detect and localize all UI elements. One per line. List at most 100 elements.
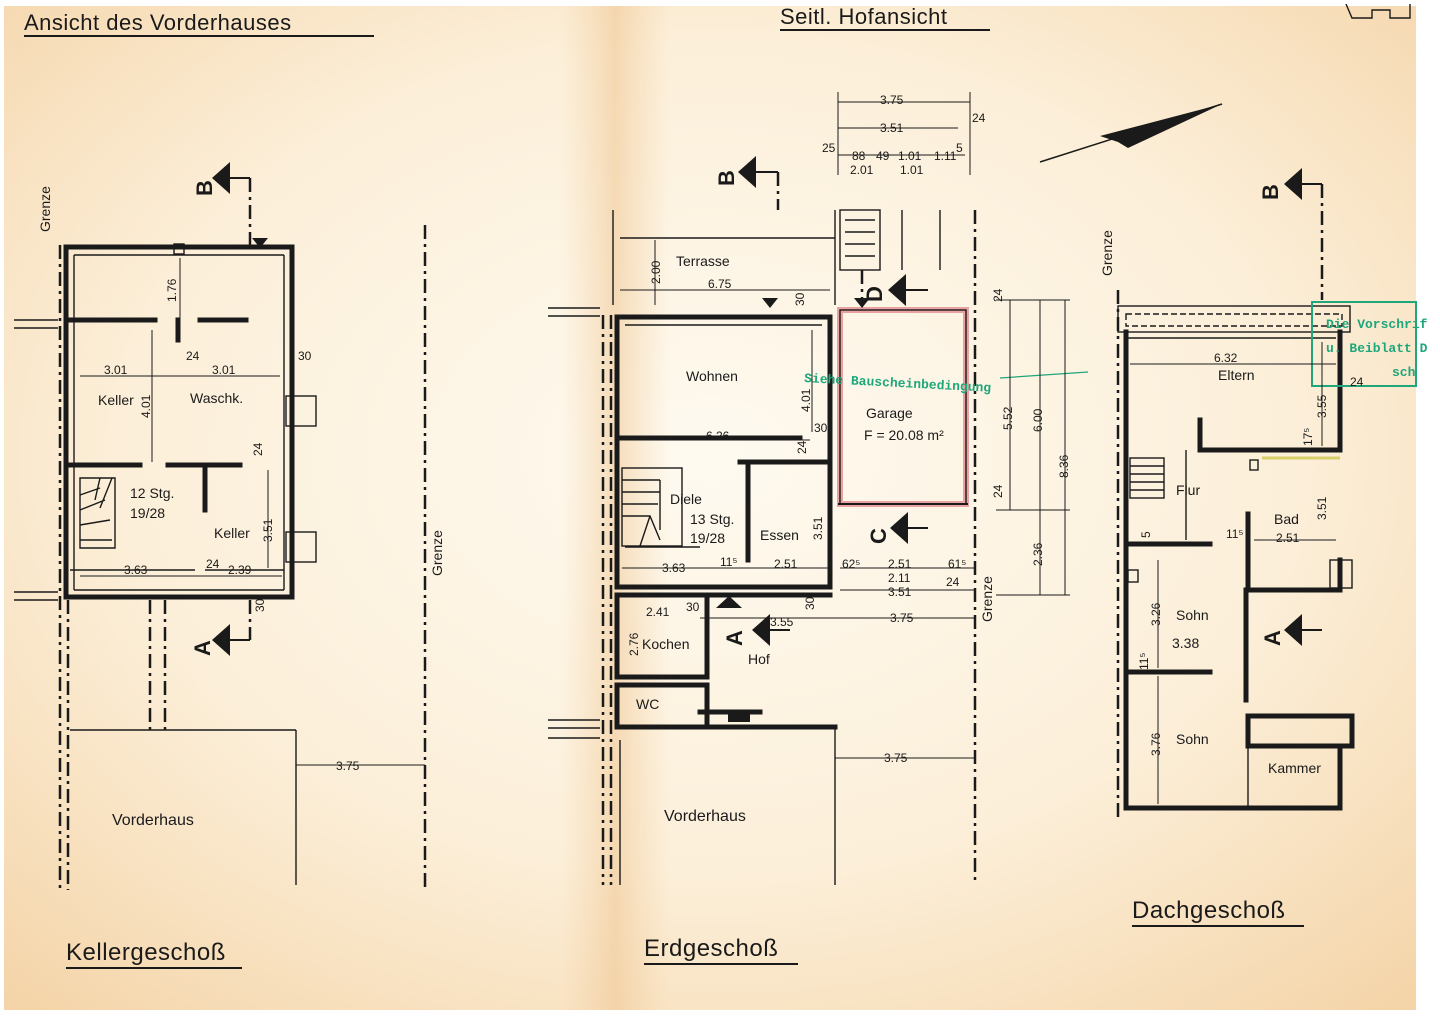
dimension: 30: [803, 596, 817, 610]
room-label: Hof: [748, 651, 770, 667]
dimension: 24: [251, 442, 265, 456]
side-view-header: Seitl. Hofansicht: [780, 4, 947, 29]
stair-ratio: 19/28: [130, 505, 165, 521]
svg-text:B: B: [1258, 184, 1283, 200]
dimension: 61⁵: [948, 557, 966, 571]
dimension: 2.51: [774, 557, 798, 571]
dimension: 2.76: [627, 632, 641, 656]
room-label: Eltern: [1218, 367, 1255, 383]
dimension: 3.51: [261, 518, 275, 542]
dimension: 30: [814, 421, 828, 435]
dimension: 5.52: [1001, 406, 1015, 430]
dimension: 2.41: [646, 605, 670, 619]
dimension: 6.75: [708, 277, 732, 291]
dimension: 17⁵: [1301, 428, 1315, 446]
dimension: 30: [793, 292, 807, 306]
dimension: 2.11: [888, 571, 911, 585]
dimension: 1.76: [165, 278, 179, 302]
dimension: 5: [956, 141, 963, 155]
paper: [4, 6, 1416, 1010]
front-view-header: Ansicht des Vorderhauses: [24, 10, 292, 35]
svg-text:Die Vorschrif: Die Vorschrif: [1326, 317, 1428, 332]
svg-text:C: C: [866, 528, 891, 544]
dimension: 6.26: [706, 429, 730, 443]
dimension: 24: [1350, 375, 1364, 389]
basement-plan: Grenze Grenze B A: [14, 162, 445, 969]
room-label: Bad: [1274, 511, 1299, 527]
section-marker-d-ground: D: [854, 270, 928, 308]
dimension: 3.51: [811, 516, 825, 540]
dimension: 3.76: [1149, 732, 1163, 756]
boundary-label: Grenze: [979, 576, 995, 622]
boundary-label: Grenze: [37, 186, 53, 232]
section-marker-a-basement: A: [190, 600, 252, 656]
stair-label: 12 Stg.: [130, 485, 174, 501]
dimension: 2.51: [1276, 531, 1300, 545]
dimension: 24: [206, 557, 220, 571]
room-label: Kochen: [642, 636, 689, 652]
dimension: 24: [795, 440, 809, 454]
section-marker-b-ground: B: [714, 156, 780, 308]
dimension: 4.01: [139, 394, 153, 418]
building-label: Vorderhaus: [112, 812, 194, 829]
svg-text:A: A: [190, 640, 215, 656]
dimension: 11⁵: [720, 555, 737, 569]
room-label: Garage: [866, 405, 913, 421]
ground-floor-plan: Grenze B: [548, 92, 1089, 965]
dimension: 11⁵: [1226, 527, 1243, 541]
room-label: Keller: [214, 525, 250, 541]
room-label: Waschk.: [190, 390, 243, 406]
room-label: Sohn: [1176, 607, 1209, 623]
dimension: 3.51: [888, 585, 912, 599]
attic-plan: Grenze Die Vorschrif u. Beiblatt D sch: [1099, 168, 1428, 927]
approval-stamp: Die Vorschrif u. Beiblatt D sch: [1311, 301, 1428, 387]
dimension: 4.01: [799, 388, 813, 412]
dimension: 3.55: [1315, 394, 1329, 418]
stair-label: 13 Stg.: [690, 511, 734, 527]
dimension: 2.01: [850, 163, 874, 177]
dimension: 3.51: [880, 121, 904, 135]
dimension: 3.01: [104, 363, 128, 377]
svg-text:A: A: [1260, 630, 1285, 646]
room-label: Diele: [670, 491, 702, 507]
dimension: 5: [1139, 531, 1153, 538]
stair-ratio: 19/28: [690, 530, 725, 546]
dimension: 6.32: [1214, 351, 1238, 365]
boundary-label: Grenze: [1099, 230, 1115, 276]
dimension: 3.63: [124, 563, 148, 577]
dimension: 24: [991, 484, 1005, 498]
room-label: Wohnen: [686, 368, 738, 384]
dimension: 2.36: [1031, 542, 1045, 566]
room-label: Flur: [1176, 482, 1200, 498]
dimension: 3.51: [1315, 496, 1329, 520]
room-label: Essen: [760, 527, 799, 543]
svg-text:u. Beiblatt D: u. Beiblatt D: [1326, 341, 1428, 356]
dimension: 49: [876, 149, 890, 163]
room-label: WC: [636, 696, 659, 712]
room-area: 3.38: [1172, 635, 1199, 651]
dimension: 3.55: [770, 615, 794, 629]
dimension: 30: [298, 349, 312, 363]
section-marker-a-ground: A: [722, 614, 790, 646]
dimension: 3.75: [336, 759, 360, 773]
dimension: 1.01: [898, 149, 922, 163]
section-marker-c-ground: C: [866, 512, 928, 544]
dimension: 1.11: [934, 149, 957, 163]
dimension: 2.51: [888, 557, 912, 571]
dimension: 6.00: [1031, 408, 1045, 432]
basement-title: Kellergeschoß: [66, 939, 226, 966]
dimension: 2.39: [228, 563, 252, 577]
svg-text:B: B: [714, 170, 739, 186]
north-arrow-icon: [1039, 103, 1223, 163]
dimension: 3.75: [884, 751, 908, 765]
dimension: 8.36: [1057, 454, 1071, 478]
dimension: 25: [822, 141, 836, 155]
dimension: 24: [946, 575, 960, 589]
dimension: 62⁵: [842, 557, 860, 571]
room-label: Terrasse: [676, 253, 730, 269]
dimension: 88: [852, 149, 866, 163]
dimension: 3.26: [1149, 602, 1163, 626]
room-label: Kammer: [1268, 760, 1321, 776]
